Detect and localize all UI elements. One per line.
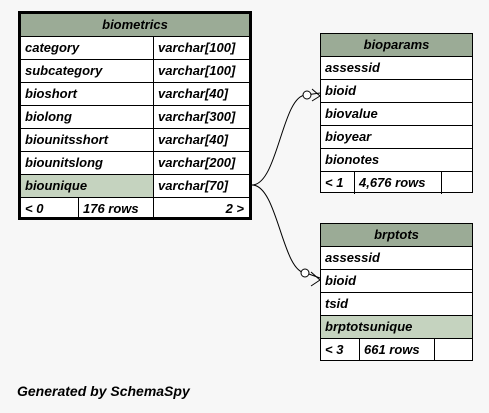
column-row: bioid	[321, 270, 472, 293]
column-row: bioshort varchar[40]	[21, 83, 249, 106]
column-row: category varchar[100]	[21, 37, 249, 60]
column-type: varchar[300]	[153, 106, 249, 128]
column-name: brptotsunique	[325, 319, 413, 334]
column-name: bioyear	[325, 129, 372, 144]
column-name: bionotes	[325, 152, 380, 167]
parent-count: < 3	[325, 342, 344, 357]
column-name: biovalue	[325, 106, 378, 121]
parent-count: < 1	[325, 175, 344, 190]
column-name: biolong	[25, 109, 72, 124]
column-name: biounitslong	[25, 155, 103, 170]
column-row: biounitsshort varchar[40]	[21, 129, 249, 152]
table-title: biometrics	[21, 14, 249, 37]
column-type: varchar[200]	[153, 152, 249, 174]
table-brptots[interactable]: brptots assessid bioid tsid brptotsuniqu…	[320, 223, 473, 361]
crows-foot-icon	[310, 271, 321, 287]
optional-marker-icon	[300, 268, 310, 278]
column-row: biovalue	[321, 103, 472, 126]
column-type: varchar[40]	[153, 129, 249, 151]
table-bioparams[interactable]: bioparams assessid bioid biovalue bioyea…	[320, 33, 473, 194]
column-type: varchar[40]	[153, 83, 249, 105]
column-name: subcategory	[25, 63, 103, 78]
column-row: tsid	[321, 293, 472, 316]
column-name: category	[25, 40, 80, 55]
table-biometrics[interactable]: biometrics category varchar[100] subcate…	[18, 11, 252, 220]
column-row: assessid	[321, 247, 472, 270]
column-row: subcategory varchar[100]	[21, 60, 249, 83]
table-title: bioparams	[321, 34, 472, 57]
column-type: varchar[100]	[153, 60, 249, 82]
child-count-empty	[434, 339, 472, 361]
row-count: 4,676 rows	[354, 172, 441, 194]
column-name: biounique	[25, 178, 88, 193]
link-biometrics-bioparams	[251, 92, 321, 186]
column-row-primary-key: biounique varchar[70]	[21, 175, 249, 198]
column-row: bionotes	[321, 149, 472, 172]
column-name: bioid	[325, 273, 357, 288]
table-title: brptots	[321, 224, 472, 247]
crows-foot-icon	[311, 88, 321, 102]
column-name: biounitsshort	[25, 132, 109, 147]
parent-count: < 0	[25, 201, 44, 216]
column-row: bioid	[321, 80, 472, 103]
generated-by-caption: Generated by SchemaSpy	[17, 383, 190, 399]
row-count: 176 rows	[78, 198, 153, 220]
column-name: tsid	[325, 296, 349, 311]
link-biometrics-brptots	[251, 184, 321, 279]
column-row: bioyear	[321, 126, 472, 149]
optional-marker-icon	[302, 90, 312, 100]
column-name: bioshort	[25, 86, 77, 101]
child-count-empty	[441, 172, 472, 194]
child-count: 2 >	[153, 198, 249, 220]
column-row: biolong varchar[300]	[21, 106, 249, 129]
table-footer: < 1 4,676 rows	[321, 172, 472, 194]
row-count: 661 rows	[359, 339, 434, 361]
column-row-primary-key: brptotsunique	[321, 316, 472, 339]
column-type: varchar[70]	[153, 175, 249, 197]
column-name: assessid	[325, 60, 380, 75]
column-type: varchar[100]	[153, 37, 249, 59]
column-name: bioid	[325, 83, 357, 98]
column-row: assessid	[321, 57, 472, 80]
column-name: assessid	[325, 250, 380, 265]
column-row: biounitslong varchar[200]	[21, 152, 249, 175]
table-footer: < 0 176 rows 2 >	[21, 198, 249, 220]
table-footer: < 3 661 rows	[321, 339, 472, 361]
